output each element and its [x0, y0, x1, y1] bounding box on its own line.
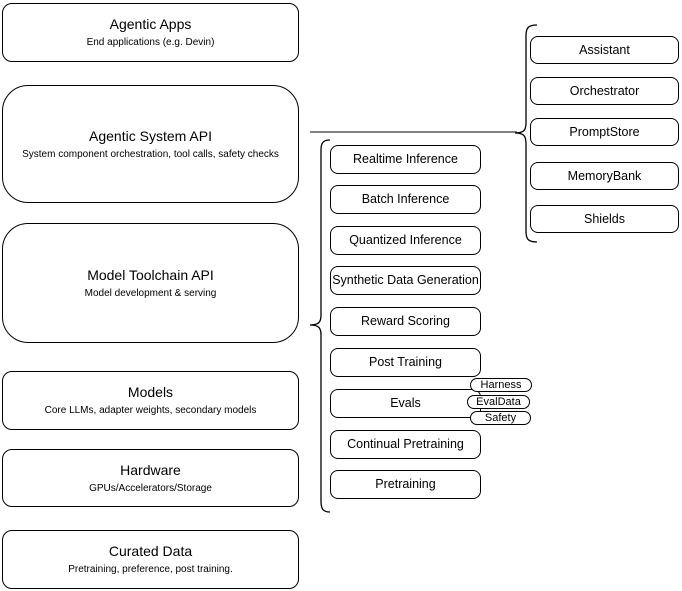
- node-label: MemoryBank: [567, 168, 642, 183]
- component-box-promptstore: PromptStore: [530, 118, 679, 146]
- node-label: Shields: [584, 211, 625, 226]
- component-box-orchestrator: Orchestrator: [530, 77, 679, 105]
- toolchain-brace: [309, 139, 331, 513]
- node-title: Model Toolchain API: [87, 266, 214, 283]
- toolchain-box-post-training: Post Training: [330, 348, 481, 377]
- toolchain-box-realtime-inference: Realtime Inference: [330, 145, 481, 174]
- node-title: Models: [127, 384, 174, 400]
- node-hardware: Hardware GPUs/Accelerators/Storage: [2, 449, 299, 507]
- toolchain-box-evals: Evals: [330, 389, 481, 418]
- toolchain-box-batch-inference: Batch Inference: [330, 185, 481, 214]
- toolchain-box-pretraining: Pretraining: [330, 470, 481, 499]
- node-label: Quantized Inference: [349, 233, 462, 247]
- node-title: Hardware: [120, 461, 181, 478]
- node-curated-data: Curated Data Pretraining, preference, po…: [2, 530, 299, 589]
- component-box-memorybank: MemoryBank: [530, 162, 679, 190]
- node-models: Models Core LLMs, adapter weights, secon…: [2, 371, 299, 430]
- node-title: Curated Data: [108, 543, 193, 559]
- evals-tag-safety: Safety: [470, 411, 531, 425]
- node-label: Continual Pretraining: [347, 437, 464, 451]
- node-subtitle: System component orchestration, tool cal…: [22, 148, 279, 160]
- node-label: Synthetic Data Generation: [332, 273, 479, 287]
- node-label: PromptStore: [569, 124, 640, 139]
- node-label: Batch Inference: [361, 192, 450, 206]
- node-label: Evals: [390, 396, 421, 410]
- node-subtitle: End applications (e.g. Devin): [86, 37, 215, 48]
- component-box-shields: Shields: [530, 205, 679, 233]
- node-subtitle: Model development & serving: [84, 287, 217, 299]
- evals-tag-harness: Harness: [470, 378, 532, 392]
- toolchain-box-synthetic-data-generation: Synthetic Data Generation: [330, 266, 481, 295]
- node-title: Agentic System API: [89, 127, 212, 144]
- node-label: Pretraining: [375, 477, 436, 491]
- evals-tag-evaldata: EvalData: [467, 395, 530, 409]
- node-subtitle: Core LLMs, adapter weights, secondary mo…: [44, 405, 257, 416]
- node-label: Assistant: [579, 42, 630, 57]
- node-agentic-apps: Agentic Apps End applications (e.g. Devi…: [2, 3, 299, 62]
- toolchain-box-continual-pretraining: Continual Pretraining: [330, 430, 481, 459]
- node-label: Realtime Inference: [353, 152, 458, 166]
- component-box-assistant: Assistant: [530, 36, 679, 64]
- node-subtitle: GPUs/Accelerators/Storage: [89, 482, 212, 494]
- node-label: Post Training: [369, 355, 442, 369]
- node-model-toolchain-api: Model Toolchain API Model development & …: [2, 223, 299, 343]
- node-label: Orchestrator: [569, 83, 640, 98]
- toolchain-box-quantized-inference: Quantized Inference: [330, 226, 481, 255]
- node-subtitle: Pretraining, preference, post training.: [68, 564, 233, 575]
- node-title: Agentic Apps: [109, 16, 192, 32]
- toolchain-box-reward-scoring: Reward Scoring: [330, 307, 481, 336]
- node-agentic-system-api: Agentic System API System component orch…: [2, 85, 299, 203]
- node-label: Reward Scoring: [361, 314, 450, 328]
